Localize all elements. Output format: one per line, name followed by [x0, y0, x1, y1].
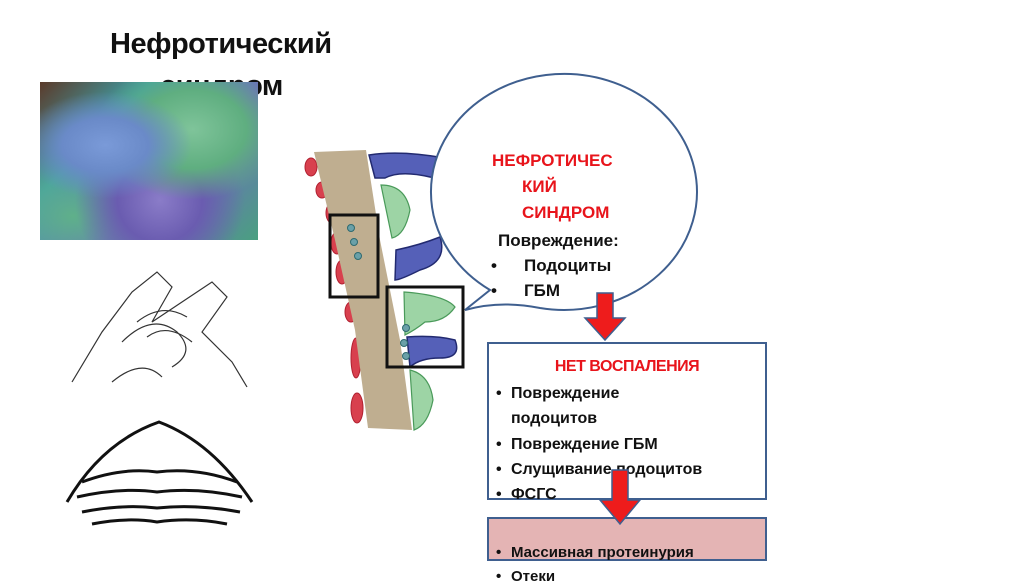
box1-heading: НЕТ ВОСПАЛЕНИЯ	[554, 358, 700, 375]
bullet: •	[491, 256, 497, 275]
hands-illustration-2	[65, 420, 254, 526]
bubble-bullet-gbm: ГБМ	[524, 281, 561, 300]
bubble-heading-3: СИНДРОМ	[522, 203, 610, 222]
box1-item: подоцитов	[511, 410, 598, 427]
bubble-heading-2: КИЙ	[522, 177, 557, 196]
speech-bubble	[429, 72, 698, 311]
bubble-subheading: Повреждение:	[498, 231, 619, 250]
zoom-frame-1	[328, 213, 380, 299]
podocytes-blue	[368, 152, 458, 369]
bullet: •	[496, 461, 502, 478]
box2-item: Отеки	[511, 568, 556, 585]
podocytes-green	[380, 184, 456, 431]
bullet: •	[496, 385, 502, 402]
box1-item: Повреждение ГБМ	[511, 436, 658, 453]
glomerulus-micrograph-image	[40, 82, 258, 240]
bullet: •	[496, 544, 502, 561]
bullet: •	[496, 568, 502, 585]
bullet: •	[496, 486, 502, 503]
slide-title-line1: Нефротический	[110, 28, 332, 60]
box2-item: Массивная протеинурия	[511, 544, 694, 561]
bullet: •	[491, 281, 497, 300]
box1-item: Слущивание подоцитов	[511, 461, 703, 478]
hands-illustration-1	[71, 271, 248, 388]
bullet: •	[496, 436, 502, 453]
zoom-frame-2	[385, 285, 465, 369]
bubble-bullet-podocytes: Подоциты	[524, 256, 612, 275]
bubble-heading-1: НЕФРОТИЧЕС	[492, 151, 613, 170]
box1-item: ФСГС	[511, 486, 557, 503]
box1-item: Повреждение	[511, 385, 620, 402]
